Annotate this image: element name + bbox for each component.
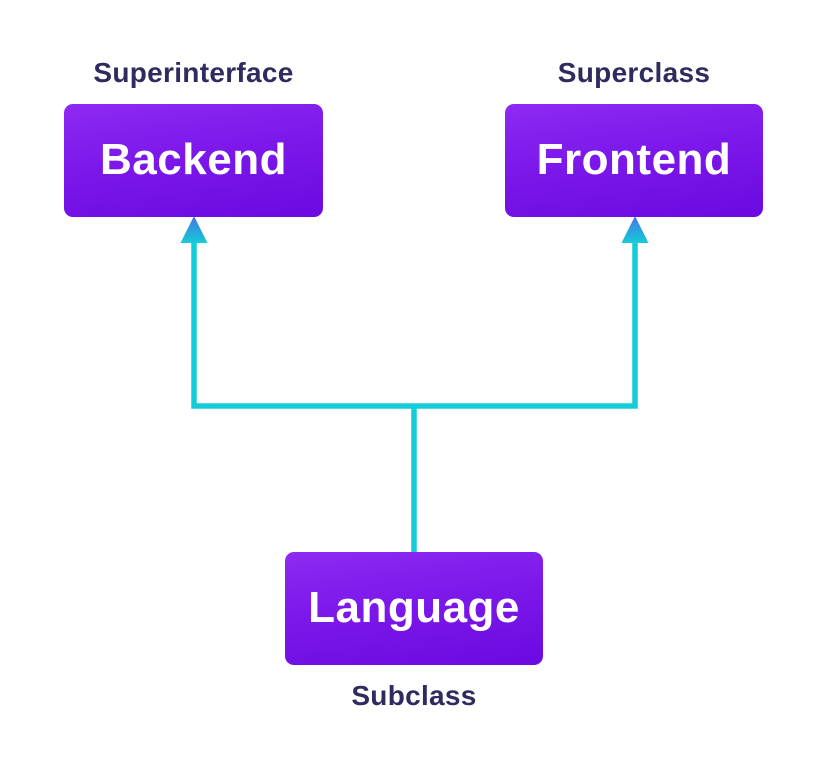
node-language-label: Language (308, 582, 520, 632)
annotation-superclass: Superclass (557, 57, 711, 88)
node-backend: Backend (64, 104, 323, 217)
node-frontend-label: Frontend (536, 134, 732, 184)
arrowhead-to-backend (180, 216, 208, 243)
arrowhead-to-frontend (621, 216, 649, 243)
edge-trunk (191, 241, 638, 409)
annotation-superinterface: Superinterface (93, 57, 294, 88)
annotation-subclass: Subclass (351, 680, 477, 711)
node-backend-label: Backend (100, 134, 287, 184)
node-language: Language (285, 552, 543, 665)
node-frontend: Frontend (505, 104, 763, 217)
